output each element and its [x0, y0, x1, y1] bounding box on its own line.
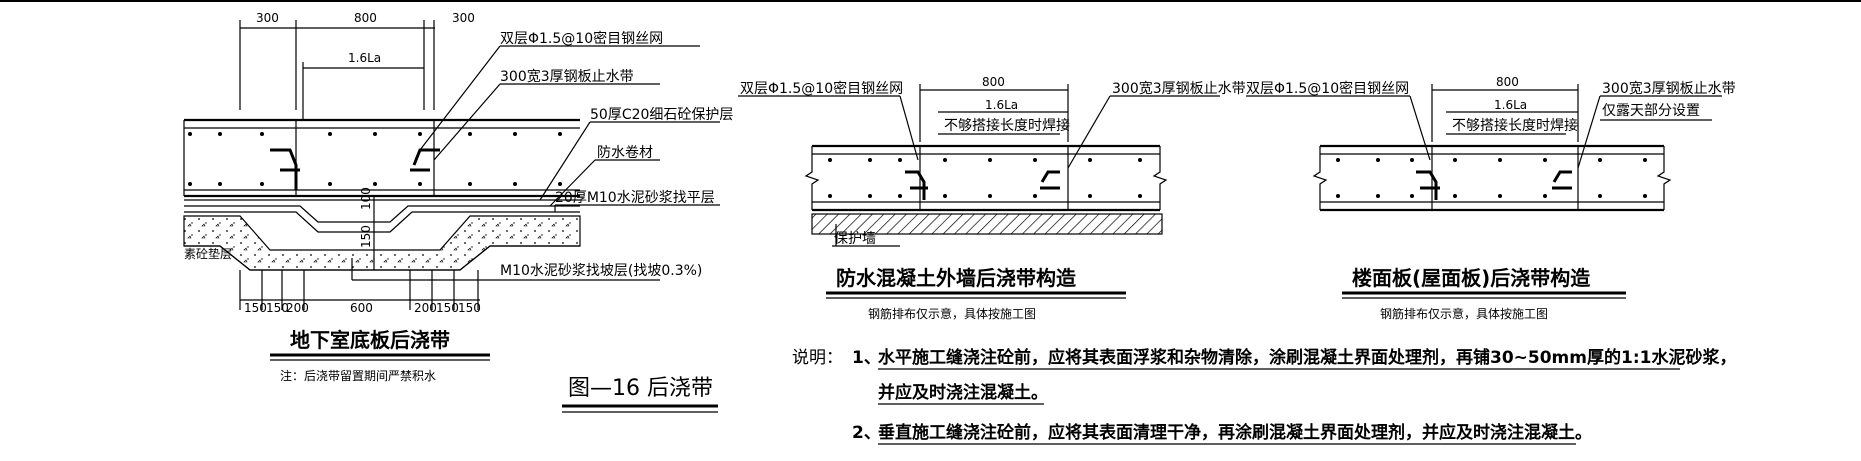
wall-title: 防水混凝土外墙后浇带构造 — [836, 266, 1077, 290]
floor-note: 注：后浇带留置期间严禁积水 — [280, 368, 436, 383]
note-1-number: 1、 — [852, 348, 881, 368]
figure-title: 图—16 后浇带 — [568, 376, 713, 401]
slab-lap-label: 1.6La — [1494, 98, 1527, 112]
slab-label-waterstop: 300宽3厚钢板止水带 — [1602, 80, 1736, 97]
floor-dim-bottom-7: 150 — [458, 301, 481, 315]
figure-title-block: 图—16 后浇带 — [562, 376, 718, 413]
slab-label-mesh: 双层Φ1.5@10密目钢丝网 — [1246, 80, 1409, 97]
floor-dim-top-3: 300 — [452, 11, 475, 25]
wall-note: 钢筋排布仅示意，具体按施工图 — [868, 306, 1036, 321]
floor-dim-top-1: 300 — [256, 11, 279, 25]
floor-label-waterstop: 300宽3厚钢板止水带 — [500, 68, 634, 85]
slab-title: 楼面板(屋面板)后浇带构造 — [1352, 266, 1591, 290]
floor-label-protect: 50厚C20细石砼保护层 — [590, 107, 733, 123]
floor-label-membrane: 防水卷材 — [597, 145, 653, 161]
floor-label-screed: 20厚M10水泥砂浆找平层 — [555, 190, 715, 206]
floor-dim-bottom-6: 150 — [436, 301, 459, 315]
floor-label-slope: M10水泥砂浆找坡层(找坡0.3%) — [500, 263, 702, 279]
slab-lap-text: 不够搭接长度时焊接 — [1452, 117, 1578, 134]
slab-dim-top: 800 — [1496, 75, 1519, 89]
floor-dim-side-2: 150 — [359, 225, 373, 248]
floor-dim-bottom-2: 150 — [266, 301, 289, 315]
panel-slab: 800 1.6La 不够搭接长度时焊接 双层Φ1.5@10密目钢丝网 300宽3 — [1246, 75, 1736, 321]
floor-dim-bottom-5: 200 — [414, 301, 437, 315]
notes-label: 说明： — [792, 348, 843, 368]
wall-lap-text: 不够搭接长度时焊接 — [944, 117, 1070, 134]
floor-dim-top-2: 800 — [354, 11, 377, 25]
slab-label-exposed: 仅露天部分设置 — [1602, 103, 1700, 119]
floor-dim-bottom-1: 150 — [244, 301, 267, 315]
note-1-text: 水平施工缝浇注砼前，应将其表面浮浆和杂物清除，涂刷混凝土界面处理剂，再铺30~5… — [878, 347, 1736, 368]
wall-label-waterstop: 300宽3厚钢板止水带 — [1112, 80, 1246, 97]
floor-label-mesh: 双层Φ1.5@10密目钢丝网 — [500, 30, 663, 47]
notes-block: 说明： 1、 水平施工缝浇注砼前，应将其表面浮浆和杂物清除，涂刷混凝土界面处理剂… — [792, 347, 1736, 445]
wall-lap-label: 1.6La — [985, 98, 1018, 112]
floor-dim-bottom-3: 200 — [286, 301, 309, 315]
wall-label-protect: 保护墙 — [834, 231, 876, 247]
floor-dim-bottom-4: 600 — [350, 301, 373, 315]
note-2-text: 垂直施工缝浇注砼前，应将其表面清理干净，再涂刷混凝土界面处理剂，并应及时浇注混凝… — [878, 422, 1592, 443]
floor-lap-label: 1.6La — [348, 51, 381, 65]
wall-label-mesh: 双层Φ1.5@10密目钢丝网 — [740, 80, 903, 97]
note-2-number: 2、 — [852, 423, 881, 443]
floor-title: 地下室底板后浇带 — [290, 328, 450, 352]
panel-floor: 300 800 300 1.6La — [183, 11, 733, 383]
note-1-continuation: 并应及时浇注混凝土。 — [878, 382, 1048, 403]
floor-label-cushion: 素砼垫层 — [184, 246, 232, 261]
slab-note: 钢筋排布仅示意，具体按施工图 — [1380, 306, 1548, 321]
floor-dim-side-1: 100 — [359, 187, 373, 210]
wall-dim-top: 800 — [982, 75, 1005, 89]
panel-wall: 800 1.6La 不够搭接长度时焊接 保护墙 双层Φ1.5@10密 — [738, 75, 1246, 321]
